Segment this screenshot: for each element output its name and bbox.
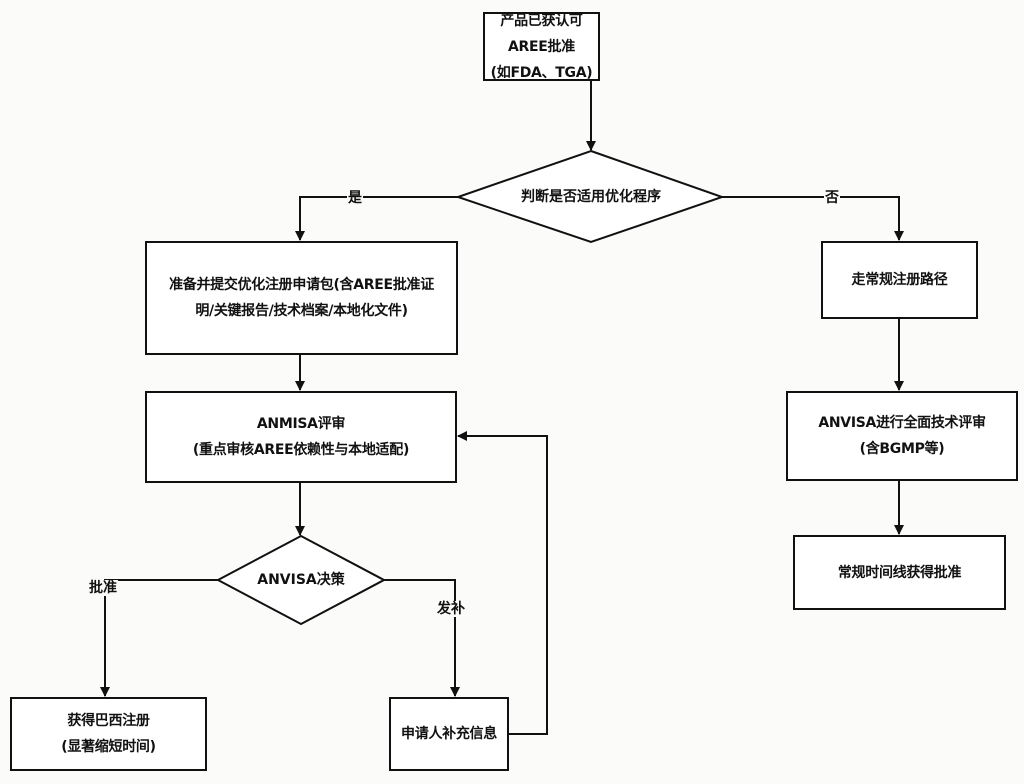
node-regular-path-text: 走常规注册路径 xyxy=(851,272,948,288)
node-full-review-line2: (含BGMP等) xyxy=(859,441,945,457)
node-brazil-line1: 获得巴西注册 xyxy=(67,713,150,729)
edge-label-yes: 是 xyxy=(347,190,363,206)
node-applicant-text: 申请人补充信息 xyxy=(401,726,497,742)
edge-label-no: 否 xyxy=(824,190,840,206)
node-prepare-line2: 明/关键报告/技术档案/本地化文件) xyxy=(195,303,408,319)
node-prepare-line1: 准备并提交优化注册申请包(含AREE批准证 xyxy=(169,277,434,293)
node-full-review: ANVISA进行全面技术评审 (含BGMP等) xyxy=(786,391,1018,481)
node-regular-approval: 常规时间线获得批准 xyxy=(793,535,1006,610)
decision-optimize-shape xyxy=(454,149,726,244)
edge-label-approve: 批准 xyxy=(88,580,118,596)
node-brazil-line2: (显著缩短时间) xyxy=(61,739,156,755)
node-applicant-supplement: 申请人补充信息 xyxy=(389,697,509,771)
node-anmisa-line2: (重点审核AREE依赖性与本地适配) xyxy=(192,442,410,458)
node-anmisa-review: ANMISA评审 (重点审核AREE依赖性与本地适配) xyxy=(145,391,457,483)
node-start: 产品已获认可AREE批准 (如FDA、TGA) xyxy=(483,12,600,81)
decision-anvisa-shape xyxy=(215,534,387,626)
edge-feedback-loop xyxy=(457,431,548,735)
edge-supplement xyxy=(384,579,460,697)
node-regular-path: 走常规注册路径 xyxy=(821,241,978,319)
node-brazil-registration: 获得巴西注册 (显著缩短时间) xyxy=(10,697,207,771)
node-prepare-package: 准备并提交优化注册申请包(含AREE批准证 明/关键报告/技术档案/本地化文件) xyxy=(145,241,458,355)
edge-yes xyxy=(295,196,458,241)
node-regular-approval-text: 常规时间线获得批准 xyxy=(837,564,962,581)
node-full-review-line1: ANVISA进行全面技术评审 xyxy=(818,415,986,431)
edge-no xyxy=(722,196,904,241)
decision-optimize-text: 判断是否适用优化程序 xyxy=(521,189,661,205)
edge-label-supplement: 发补 xyxy=(436,601,466,617)
edge-approve xyxy=(100,579,218,697)
node-start-line2: (如FDA、TGA) xyxy=(490,64,593,81)
node-anmisa-line1: ANMISA评审 xyxy=(256,416,346,432)
decision-anvisa-text: ANVISA决策 xyxy=(257,572,345,588)
node-start-line1: 产品已获认可AREE批准 xyxy=(500,12,583,55)
